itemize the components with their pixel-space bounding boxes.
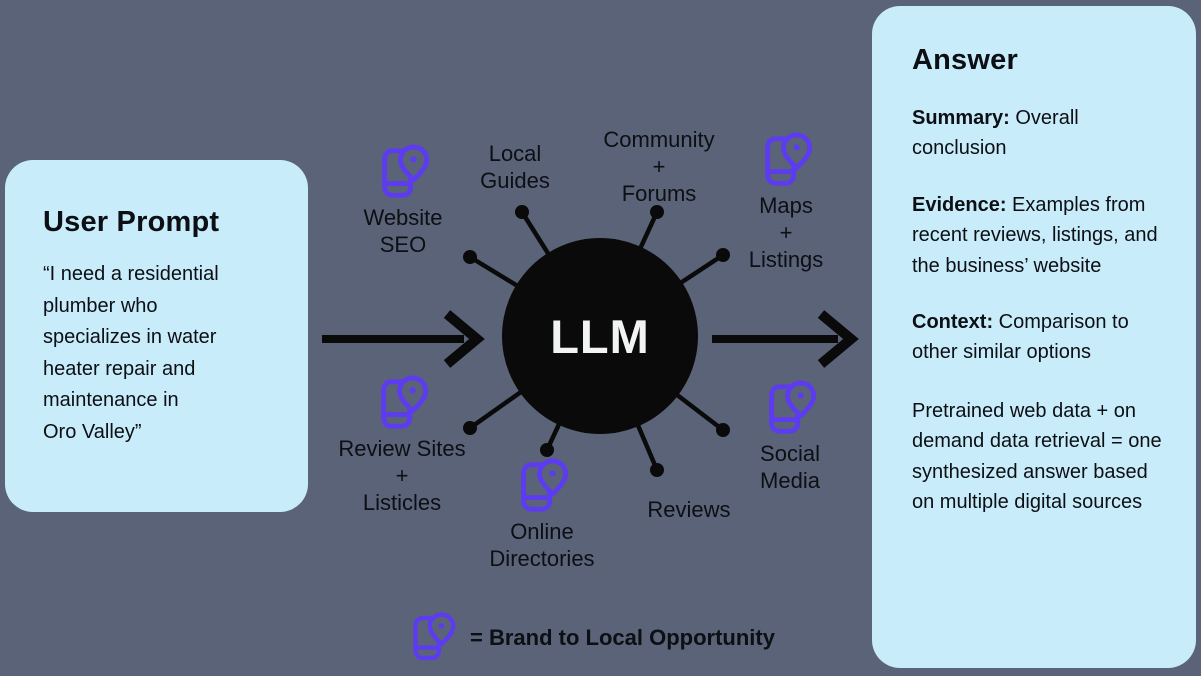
source-reviews: Reviews — [619, 494, 759, 524]
answer-title: Answer — [912, 44, 1018, 76]
legend-text: = Brand to Local Opportunity — [470, 625, 775, 650]
answer-summary-text: Overall conclusion — [912, 107, 1079, 160]
answer-note: Pretrained web data + on demand data ret… — [912, 399, 1162, 513]
user-prompt-panel: User Prompt “I need a residential plumbe… — [5, 160, 308, 512]
source-label-social-media: Social Media — [760, 441, 820, 493]
answer-summary-label: Summary: — [912, 107, 1010, 129]
phone-location-pin-icon — [406, 610, 458, 666]
user-prompt-title: User Prompt — [43, 206, 220, 238]
source-label-reviews: Reviews — [647, 497, 731, 522]
source-local-guides: Local Guides — [445, 138, 585, 195]
answer-context-text: Comparison to other similar options — [912, 310, 1129, 364]
source-social-media: Social Media — [715, 380, 865, 495]
source-review-sites-listicles: Review Sites + Listicles — [307, 375, 497, 516]
llm-circle — [502, 238, 698, 434]
source-website-seo: Website SEO — [322, 144, 484, 259]
phone-location-pin-icon — [374, 144, 432, 202]
answer-evidence-text: Examples from recent reviews, listings, … — [912, 193, 1158, 277]
llm-to-answer-arrow — [712, 310, 859, 368]
legend: = Brand to Local Opportunity — [406, 610, 775, 666]
answer-evidence-label: Evidence: — [912, 193, 1007, 216]
source-label-website-seo: Website SEO — [363, 205, 443, 257]
phone-location-pin-icon — [757, 132, 815, 190]
phone-location-pin-icon — [373, 375, 431, 433]
source-label-maps-listings: Maps + Listings — [748, 193, 824, 272]
answer-panel: Answer Summary: Overall conclusion Evide… — [872, 6, 1196, 668]
source-community-forums: Community + Forums — [579, 124, 739, 207]
source-label-online-directories: Online Directories — [489, 519, 595, 571]
source-label-community-forums: Community + Forums — [603, 127, 715, 206]
answer-context-label: Context: — [912, 310, 994, 333]
source-maps-listings: Maps + Listings — [711, 132, 861, 273]
source-label-review-sites-listicles: Review Sites + Listicles — [338, 436, 466, 515]
spoke-dots — [463, 205, 730, 477]
llm-hub-label: LLM — [550, 309, 650, 363]
phone-location-pin-icon — [513, 458, 571, 516]
source-label-local-guides: Local Guides — [480, 141, 550, 193]
phone-location-pin-icon — [761, 380, 819, 438]
user-prompt-body: “I need a residential plumber who specia… — [43, 263, 219, 443]
answer-summary: Summary: Overall conclusion — [912, 103, 1170, 164]
source-online-directories: Online Directories — [457, 458, 627, 573]
answer-context: Context: Comparison to other similar opt… — [912, 307, 1170, 368]
answer-evidence: Evidence: Examples from recent reviews, … — [912, 190, 1170, 281]
prompt-to-llm-arrow — [322, 310, 485, 368]
